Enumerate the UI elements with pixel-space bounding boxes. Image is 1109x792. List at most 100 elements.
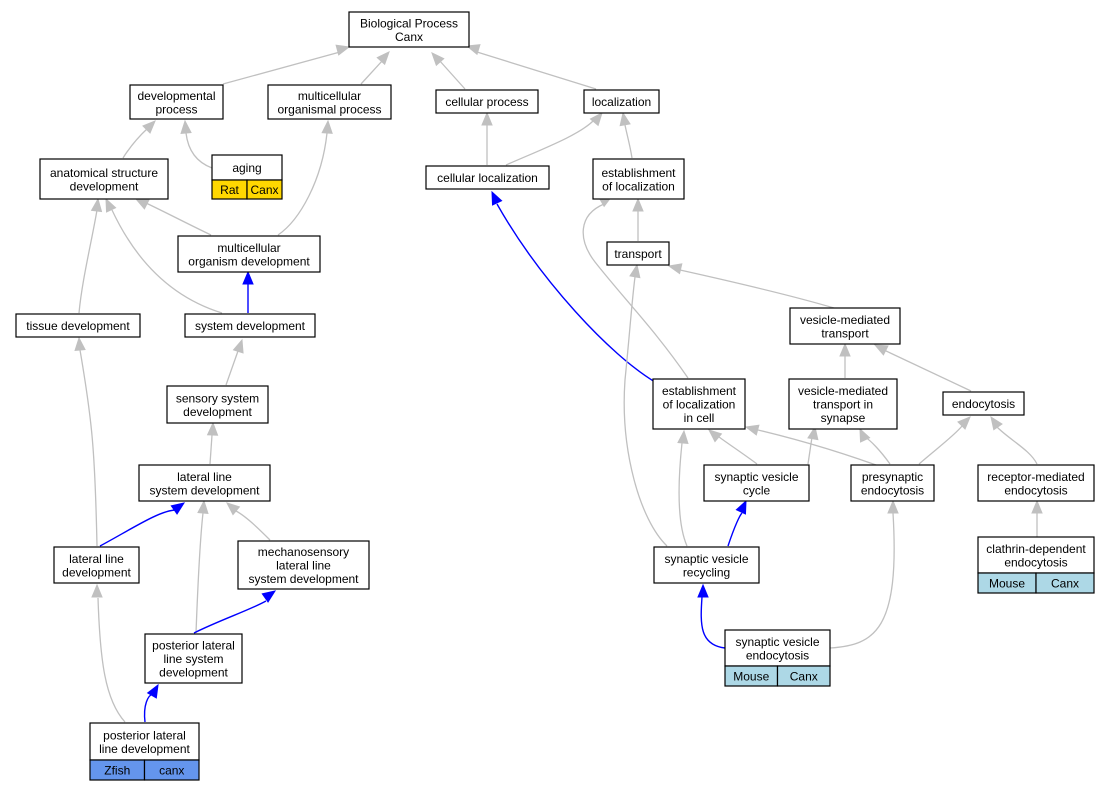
node-label: synapse xyxy=(821,411,866,425)
node-label: development xyxy=(62,565,131,579)
gene-label: canx xyxy=(159,764,184,778)
edge-arrowhead xyxy=(206,421,219,436)
node-label: organismal process xyxy=(277,102,381,116)
species-label: Rat xyxy=(220,183,239,197)
edge-line xyxy=(111,209,223,314)
edge-line xyxy=(727,512,743,547)
edge-arrowhead xyxy=(321,119,333,134)
node-label: vesicle-mediated xyxy=(800,313,890,327)
node-box xyxy=(15,313,141,338)
node-label: lateral line xyxy=(276,559,331,573)
node-box xyxy=(788,378,898,430)
edge-line xyxy=(122,127,149,159)
species-label: Mouse xyxy=(733,670,769,684)
node-box xyxy=(144,633,243,684)
edge-line xyxy=(505,119,595,166)
edge-line xyxy=(918,425,963,465)
edge-arrowhead xyxy=(1031,499,1043,514)
edge-arrowhead xyxy=(629,263,641,279)
node-box xyxy=(435,89,539,114)
edge-arrowhead xyxy=(180,119,192,134)
edge-arrowhead xyxy=(632,197,644,212)
node-tissue-development[interactable]: tissue development xyxy=(15,313,141,338)
node-label: cellular process xyxy=(445,95,528,109)
node-label: of localization xyxy=(602,179,675,193)
node-label: development xyxy=(70,179,139,193)
node-endocytosis[interactable]: endocytosis xyxy=(942,391,1025,416)
node-label: synaptic vesicle xyxy=(714,470,798,484)
node-transport[interactable]: transport xyxy=(606,241,670,266)
node-box xyxy=(267,84,392,120)
edge-line xyxy=(678,442,688,547)
node-box xyxy=(89,722,200,761)
node-system-development[interactable]: system development xyxy=(184,313,316,338)
node-label: developmental xyxy=(137,89,215,103)
gene-label: Canx xyxy=(790,670,818,684)
edge-arrowhead xyxy=(708,429,723,443)
node-label: anatomical structure xyxy=(50,166,158,180)
gene-badge xyxy=(246,179,283,200)
edge-arrowhead xyxy=(887,499,899,514)
node-label: process xyxy=(155,102,197,116)
node-label: system development xyxy=(195,319,306,333)
node-cellular-localization[interactable]: cellular localization xyxy=(425,165,550,190)
node-box xyxy=(942,391,1025,416)
node-label: mechanosensory xyxy=(258,545,349,559)
node-label: organism development xyxy=(188,254,310,268)
node-localization[interactable]: localization xyxy=(583,89,660,114)
edge-arrowhead xyxy=(197,499,209,514)
node-cellular-process[interactable]: cellular process xyxy=(435,89,539,114)
edge-line xyxy=(78,209,98,314)
node-label: recycling xyxy=(683,565,730,579)
node-label: aging xyxy=(232,161,261,175)
edge-line xyxy=(623,276,668,547)
edge-arrowhead xyxy=(142,120,156,134)
gene-badge xyxy=(1035,572,1095,594)
edge-arrowhead xyxy=(90,197,103,213)
node-label: development xyxy=(159,666,228,680)
edge-arrowhead xyxy=(990,415,1003,431)
edge-arrowhead xyxy=(589,112,603,127)
gene-badge xyxy=(776,665,831,687)
node-box xyxy=(237,540,370,590)
node-label: localization xyxy=(592,95,651,109)
node-label: presynaptic xyxy=(862,470,923,484)
node-box xyxy=(653,546,760,584)
edge-arrowhead xyxy=(261,590,277,603)
edge-arrowhead xyxy=(335,44,351,56)
node-label: transport in xyxy=(813,398,873,412)
node-label: sensory system xyxy=(176,391,259,405)
edge-line xyxy=(222,51,341,85)
node-box xyxy=(977,536,1095,574)
edge-line xyxy=(79,349,98,547)
edge-arrowhead xyxy=(134,198,150,210)
node-box xyxy=(177,235,321,273)
edge-arrowhead xyxy=(677,429,689,444)
node-label: lateral line xyxy=(177,470,232,484)
edge-line xyxy=(582,203,689,379)
edge-line xyxy=(143,693,154,723)
